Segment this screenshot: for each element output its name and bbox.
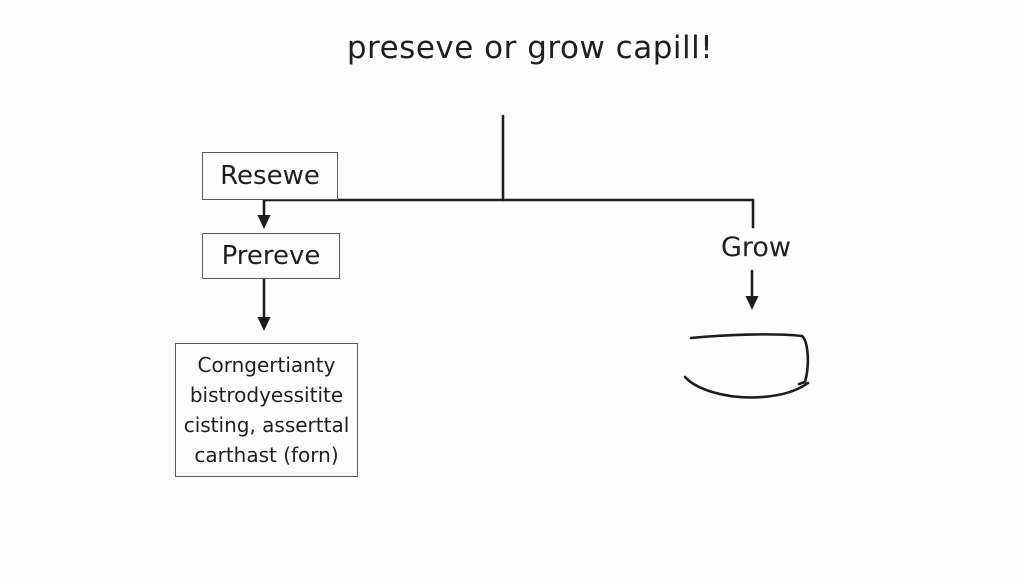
grow-label: Grow (720, 232, 792, 263)
sketch-shape-bottom (683, 375, 810, 399)
note-line-1: Corngertianty (197, 353, 336, 377)
sketch-shape-top-right (689, 333, 810, 386)
node-prereve-label: Prereve (221, 241, 321, 271)
node-resewe-label: Resewe (220, 161, 320, 191)
arrow-left-head-1 (257, 215, 271, 229)
node-note: Corngertianty bistrodyessitite cisting, … (175, 343, 358, 477)
arrow-right-head (745, 296, 759, 310)
note-line-3: cisting, asserttal (183, 413, 350, 437)
note-line-2: bistrodyessitite (189, 383, 344, 407)
node-resewe: Resewe (202, 152, 338, 200)
node-prereve: Prereve (202, 233, 340, 279)
note-line-4: carthast (forn) (194, 443, 339, 467)
diagram-title: preseve or grow capill! (346, 30, 714, 66)
arrow-left-head-2 (257, 317, 271, 331)
